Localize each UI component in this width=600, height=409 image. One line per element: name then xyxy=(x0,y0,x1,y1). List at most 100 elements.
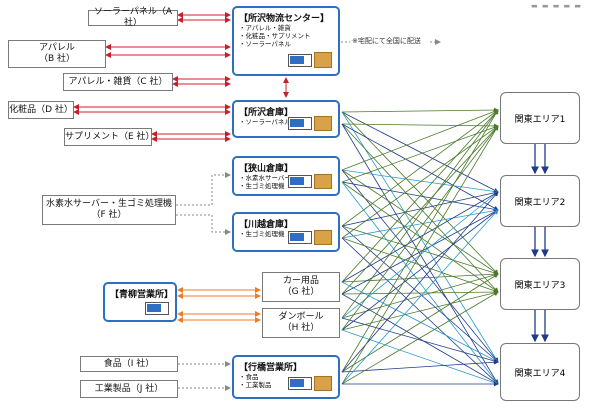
truck-icon xyxy=(288,175,312,188)
hub-tokorozawa-center: 【所沢物流センター】 ・アパレル・雑貨・化粧品・サプリメント・ソーラーパネル xyxy=(232,6,340,76)
delivery-route-line xyxy=(341,123,499,129)
truck-icon xyxy=(288,54,312,67)
delivery-route-line xyxy=(341,111,499,275)
gray-dotted-arrow xyxy=(176,172,231,206)
hub-items: ・アパレル・雑貨・化粧品・サプリメント・ソーラーパネル xyxy=(239,24,311,48)
company-f-label: 水素水サーバー・生ゴミ処理機 （F 社） xyxy=(46,199,172,220)
hub-items: ・食品・工業製品 xyxy=(239,373,272,389)
company-f: 水素水サーバー・生ゴミ処理機 （F 社） xyxy=(42,195,176,225)
delivery-route-line xyxy=(341,125,499,331)
company-g-label: カー用品 （G 社） xyxy=(282,276,320,297)
delivery-route-line xyxy=(341,123,499,293)
hub-title: 【行橋営業所】 xyxy=(239,363,303,373)
area-label: 関東エリア4 xyxy=(514,368,566,379)
hub-sayama: 【狭山倉庫】 ・水素水サーバー・生ゴミ処理機 xyxy=(232,156,340,196)
company-i-label: 食品（I 社） xyxy=(103,358,155,369)
area-kanto-4: 関東エリア4 xyxy=(500,343,580,401)
delivery-route-line xyxy=(341,190,499,227)
delivery-route-line xyxy=(341,181,499,385)
company-c: アパレル・雑貨（C 社） xyxy=(63,73,173,91)
hub-title: 【狭山倉庫】 xyxy=(239,164,294,174)
area-kanto-1: 関東エリア1 xyxy=(500,92,580,144)
company-g: カー用品 （G 社） xyxy=(262,272,340,302)
hub-aoyagi: 【青柳営業所】 xyxy=(103,282,177,322)
delivery-route-line xyxy=(341,169,499,275)
company-d: 化粧品（D 社） xyxy=(8,101,74,119)
delivery-route-line xyxy=(341,109,499,373)
delivery-route-line xyxy=(341,271,499,283)
delivery-route-line xyxy=(341,273,499,373)
company-j-label: 工業製品（J 社） xyxy=(94,383,164,394)
delivery-route-line xyxy=(341,191,499,283)
delivery-route-line xyxy=(341,123,499,385)
delivery-route-line xyxy=(341,237,499,293)
delivery-route-line xyxy=(341,209,499,385)
area-label: 関東エリア3 xyxy=(514,280,566,291)
truck-icon xyxy=(288,231,312,244)
delivery-route-line xyxy=(341,225,499,276)
company-e: サプリメント（E 社） xyxy=(64,128,155,146)
area-label: 関東エリア1 xyxy=(514,114,566,125)
gray-dotted-arrow xyxy=(176,214,231,235)
hub-tokorozawa-soko: 【所沢倉庫】 ・ソーラーパネル xyxy=(232,100,340,138)
delivery-route-line xyxy=(341,293,499,385)
delivery-route-line xyxy=(341,109,499,283)
delivery-route-line xyxy=(341,125,499,183)
company-d-label: 化粧品（D 社） xyxy=(9,104,73,115)
boxes-icon xyxy=(314,116,332,131)
boxes-icon xyxy=(314,174,332,189)
delivery-route-line xyxy=(341,209,499,331)
company-j: 工業製品（J 社） xyxy=(80,380,178,398)
area-kanto-3: 関東エリア3 xyxy=(500,258,580,310)
hub-items: ・ソーラーパネル xyxy=(239,118,291,126)
company-a: ソーラーパネル（A 社） xyxy=(88,7,178,28)
truck-icon xyxy=(288,377,312,390)
company-b: アパレル （B 社） xyxy=(8,40,106,68)
delivery-route-line xyxy=(341,317,499,364)
delivery-route-line xyxy=(341,272,499,319)
boxes-icon xyxy=(314,230,332,245)
delivery-route-line xyxy=(341,169,499,194)
hub-title: 【青柳営業所】 xyxy=(110,290,174,300)
delivery-route-line xyxy=(341,125,499,239)
delivery-route-line xyxy=(341,289,499,295)
delivery-route-line xyxy=(341,125,499,385)
delivery-route-line xyxy=(341,208,499,239)
hub-title: 【川越倉庫】 xyxy=(239,220,294,230)
delivery-route-line xyxy=(341,290,499,331)
hub-title: 【所沢倉庫】 xyxy=(239,108,294,118)
area-kanto-2: 関東エリア2 xyxy=(500,175,580,227)
company-c-label: アパレル・雑貨（C 社） xyxy=(68,76,168,87)
truck-icon xyxy=(288,117,312,130)
hub-items: ・生ゴミ処理機 xyxy=(239,230,285,238)
company-a-label: ソーラーパネル（A 社） xyxy=(93,7,173,28)
delivery-route-line xyxy=(341,109,499,227)
delivery-route-line xyxy=(341,109,499,171)
area-label: 関東エリア2 xyxy=(514,197,566,208)
company-h-label: ダンボール （H 社） xyxy=(278,312,324,333)
hub-kawagoe: 【川越倉庫】 ・生ゴミ処理機 xyxy=(232,212,340,252)
delivery-route-line xyxy=(341,209,499,295)
company-h: ダンボール （H 社） xyxy=(262,308,340,338)
delivery-route-line xyxy=(341,225,499,363)
company-e-label: サプリメント（E 社） xyxy=(65,131,155,142)
boxes-icon xyxy=(314,52,332,68)
hub-items: ・水素水サーバー・生ゴミ処理機 xyxy=(239,174,291,190)
delivery-route-line xyxy=(341,191,499,373)
delivery-route-line xyxy=(341,123,499,211)
delivery-route-line xyxy=(341,169,499,363)
company-i: 食品（I 社） xyxy=(80,356,178,372)
hub-gyoda: 【行橋営業所】 ・食品・工業製品 xyxy=(232,355,340,399)
delivery-route-line xyxy=(341,291,499,385)
header-decoration: ▬ ▬ ▬ ▬ ▬ xyxy=(531,2,582,10)
delivery-route-line xyxy=(341,111,499,193)
truck-icon xyxy=(145,302,169,315)
boxes-icon xyxy=(314,376,332,391)
delivery-route-line xyxy=(341,329,499,385)
delivery-note: ※宅配にて全国に配送 xyxy=(352,37,421,45)
hub-title: 【所沢物流センター】 xyxy=(239,14,330,24)
delivery-route-line xyxy=(341,125,499,295)
delivery-route-line xyxy=(341,107,499,113)
company-b-label: アパレル （B 社） xyxy=(38,43,76,64)
